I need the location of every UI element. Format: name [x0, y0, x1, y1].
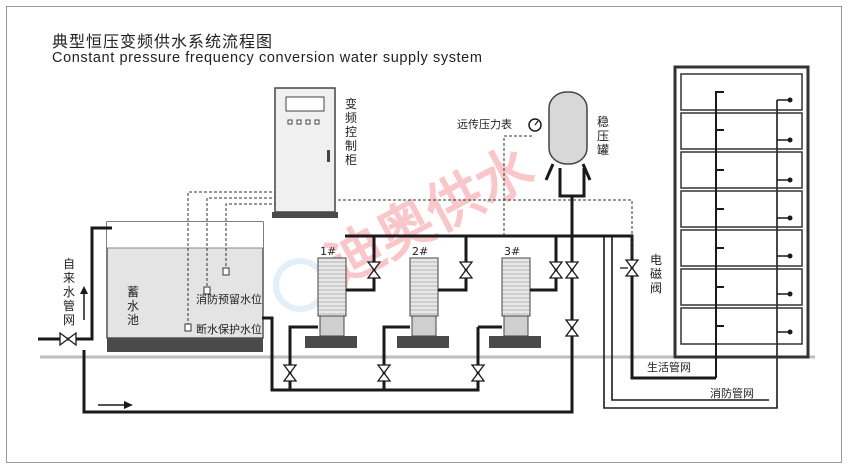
reservoir-label: 蓄水池	[127, 285, 139, 327]
cutoff-level-sensor	[184, 323, 192, 332]
control-cabinet: 变频控制柜	[272, 87, 357, 218]
fire-level-sensor	[203, 286, 211, 295]
svg-text:变频控制柜: 变频控制柜	[345, 96, 357, 167]
pump-3-label: 3#	[504, 245, 520, 258]
diagram-frame	[6, 6, 842, 463]
pump-2-label: 2#	[412, 245, 428, 258]
cutoff-level-label: 断水保护水位	[196, 322, 262, 336]
pressure-tank: 稳压罐	[544, 91, 609, 198]
suction-valves	[282, 364, 486, 382]
fire-reserve-level-label: 消防预留水位	[196, 292, 262, 306]
signal-wires	[338, 135, 633, 255]
pump-3: 3#	[489, 245, 541, 348]
pump-1-label: 1#	[320, 245, 336, 258]
discharge-pipes	[345, 196, 716, 380]
discharge-valves	[366, 261, 564, 279]
title-english: Constant pressure frequency conversion w…	[52, 50, 483, 66]
fire-pipe	[603, 100, 778, 409]
title-chinese: 典型恒压变频供水系统流程图	[52, 32, 274, 51]
domestic-pipe-label: 生活管网	[647, 360, 691, 374]
svg-text:自来水管网: 自来水管网	[63, 257, 75, 327]
remote-pressure-gauge: 远传压力表	[457, 117, 542, 132]
inlet-valve	[59, 331, 77, 347]
fire-pipe-label: 消防管网	[710, 386, 754, 400]
reservoir: 蓄水池	[106, 221, 264, 352]
pump-1: 1#	[305, 245, 357, 348]
flow-arrow	[98, 401, 133, 409]
city-water-label: 自来水管网	[63, 257, 75, 327]
building-faucets	[787, 97, 793, 335]
svg-text:稳压罐: 稳压罐	[597, 114, 609, 157]
building-risers	[715, 91, 788, 378]
building	[673, 65, 810, 359]
solenoid-valve	[620, 259, 640, 277]
svg-text:远传压力表: 远传压力表	[457, 117, 512, 131]
top-level-sensor	[222, 267, 230, 276]
bypass-valves	[564, 261, 580, 337]
solenoid-valve-label: 电磁阀	[650, 253, 662, 295]
level-sensor-wires	[187, 191, 282, 324]
pump-2: 2#	[397, 245, 449, 348]
